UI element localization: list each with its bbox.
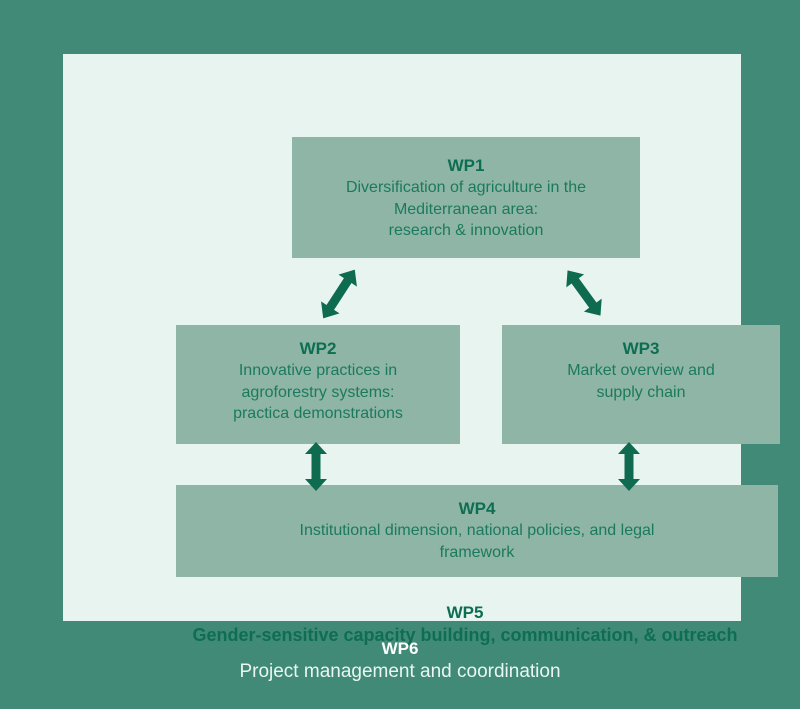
wp2-box: WP2 Innovative practices in agroforestry… [176,325,460,444]
wp3-title: WP3 [622,339,660,358]
wp2-description: Innovative practices in agroforestry sys… [233,362,403,422]
wp2-title: WP2 [299,339,337,358]
wp6-description: Project management and coordination [239,661,561,682]
diagram-panel: WP1 Diversification of agriculture in th… [63,54,780,645]
wp5-description: Gender-sensitive capacity building, comm… [192,625,738,645]
wp1-title: WP1 [447,156,485,175]
wp6-section: WP6 Project management and coordination [0,638,800,684]
wp1-box: WP1 Diversification of agriculture in th… [292,137,640,258]
wp3-box: WP3 Market overview and supply chain [502,325,780,444]
wp1-description: Diversification of agriculture in the Me… [345,179,587,239]
wp4-title: WP4 [458,499,496,518]
wp6-title: WP6 [381,639,419,658]
wp1-wp2-double-arrow-icon [321,269,357,319]
wp1-wp3-double-arrow-icon [566,270,602,316]
wp5-title: WP5 [446,603,484,622]
wp4-description: Institutional dimension, national polici… [299,522,655,561]
wp3-description: Market overview and supply chain [567,362,715,401]
wp4-box: WP4 Institutional dimension, national po… [176,485,778,577]
wp5-section: WP5 Gender-sensitive capacity building, … [126,602,800,646]
wp3-wp4-double-arrow-icon [618,442,640,491]
wp2-wp4-double-arrow-icon [305,442,327,491]
